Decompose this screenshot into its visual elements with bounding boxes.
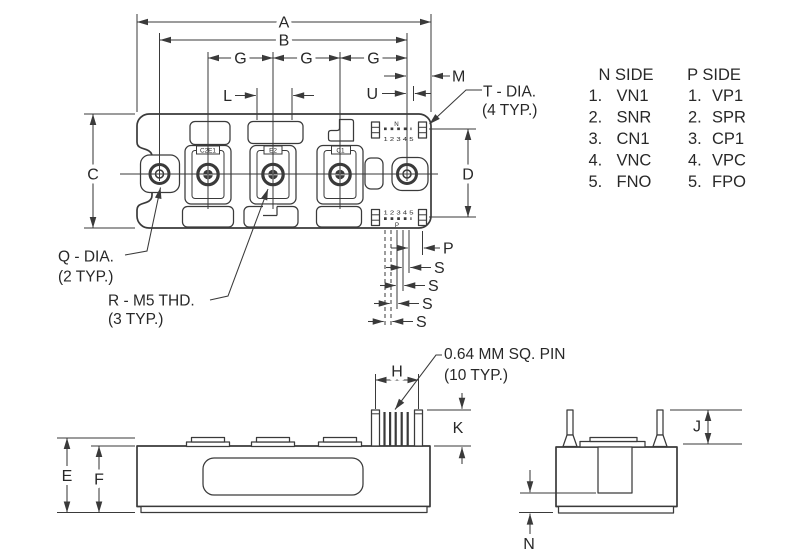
table-n-row-num: 2. bbox=[589, 109, 603, 127]
callout-r-typ: (3 TYP.) bbox=[108, 311, 163, 328]
table-n-row-num: 3. bbox=[589, 130, 603, 148]
table-n-row-name: SNR bbox=[617, 109, 652, 127]
side-baseplate bbox=[557, 505, 675, 514]
table-n-row-name: VNC bbox=[617, 152, 652, 170]
top-view: C2E1 E2 C1 bbox=[120, 33, 438, 229]
table-p-row-num: 1. bbox=[688, 87, 702, 105]
dim-S4: S bbox=[416, 314, 427, 331]
table-p-row-name: FPO bbox=[712, 173, 746, 191]
pin-row-n-label: N bbox=[394, 121, 398, 128]
side-view bbox=[520, 409, 678, 514]
callout-q-typ: (2 TYP.) bbox=[58, 269, 113, 286]
table-p-row-name: VP1 bbox=[712, 87, 743, 105]
table-p-row-num: 4. bbox=[688, 152, 702, 170]
table-n-row-name: FNO bbox=[617, 173, 652, 191]
dim-E: E bbox=[62, 468, 73, 485]
dim-S2: S bbox=[428, 278, 439, 295]
callout-t-typ: (4 TYP.) bbox=[482, 102, 537, 119]
pin-row-p-numbers: 1 2 3 4 5 bbox=[384, 211, 414, 217]
pin-table-n-side: N SIDE 1. VN1 2. SNR 3. CN1 4. VNC 5. FN… bbox=[589, 66, 654, 191]
dim-S1: S bbox=[434, 260, 445, 277]
pin-row-n: N 1 2 3 4 5 bbox=[370, 121, 428, 143]
dim-A: A bbox=[279, 15, 290, 32]
top-view-dimensions: A B G G G C D M U L P S S S bbox=[58, 11, 537, 332]
table-n-row-name: VN1 bbox=[617, 87, 649, 105]
front-view bbox=[136, 409, 431, 514]
table-n-title: N SIDE bbox=[598, 66, 653, 84]
pin-table-p-side: P SIDE 1. VP1 2. SPR 3. CP1 4. VPC 5. FP… bbox=[687, 66, 746, 191]
side-inner-block bbox=[597, 446, 633, 494]
callout-t-dia: T - DIA. bbox=[483, 84, 536, 101]
dim-G1: G bbox=[234, 51, 246, 68]
callout-pin-typ: (10 TYP.) bbox=[444, 367, 508, 384]
table-n-row-num: 1. bbox=[589, 87, 603, 105]
table-n-row-name: CN1 bbox=[617, 130, 650, 148]
dim-G2: G bbox=[300, 51, 312, 68]
dim-M: M bbox=[452, 69, 465, 86]
table-p-row-num: 3. bbox=[688, 130, 702, 148]
dim-B: B bbox=[279, 33, 290, 50]
dim-H: H bbox=[391, 364, 403, 381]
pin-row-p-label: P bbox=[395, 222, 399, 229]
callout-q-dia: Q - DIA. bbox=[58, 249, 114, 266]
side-top-lip bbox=[589, 436, 638, 443]
table-n-row-num: 4. bbox=[589, 152, 603, 170]
table-p-row-name: VPC bbox=[712, 152, 746, 170]
dim-P: P bbox=[443, 241, 454, 258]
side-top-platform bbox=[579, 440, 646, 448]
table-p-title: P SIDE bbox=[687, 66, 741, 84]
table-p-row-name: SPR bbox=[712, 109, 746, 127]
dim-L: L bbox=[223, 88, 232, 105]
dim-J: J bbox=[693, 419, 701, 436]
module-body-outline bbox=[136, 113, 432, 229]
callout-pin-sq: 0.64 MM SQ. PIN bbox=[444, 346, 565, 363]
front-baseplate bbox=[140, 505, 428, 514]
dim-N: N bbox=[523, 536, 535, 553]
table-n-row-num: 5. bbox=[589, 173, 603, 191]
dim-U: U bbox=[366, 86, 378, 103]
side-view-dimensions: J N bbox=[519, 409, 742, 553]
dim-G3: G bbox=[367, 51, 379, 68]
dim-K: K bbox=[453, 420, 464, 437]
centerlines bbox=[120, 33, 438, 209]
front-terminal-bumps bbox=[185, 436, 363, 448]
pin-row-p: 1 2 3 4 5 P bbox=[370, 208, 428, 229]
dim-F: F bbox=[94, 472, 104, 489]
dim-D: D bbox=[462, 167, 474, 184]
callout-r-thd: R - M5 THD. bbox=[108, 293, 195, 310]
terminal-label-c1: C1 bbox=[336, 148, 345, 155]
front-label-recess bbox=[202, 457, 364, 496]
dim-S3: S bbox=[422, 296, 433, 313]
front-signal-pins bbox=[370, 409, 424, 447]
dim-C: C bbox=[87, 167, 99, 184]
side-pins bbox=[562, 409, 668, 448]
table-p-row-name: CP1 bbox=[712, 130, 744, 148]
pin-row-n-numbers: 1 2 3 4 5 bbox=[384, 137, 414, 143]
front-view-dimensions: E F H K 0.64 MM SQ. PIN (10 TYP.) bbox=[57, 346, 565, 513]
table-p-row-num: 2. bbox=[688, 109, 702, 127]
table-p-row-num: 5. bbox=[688, 173, 702, 191]
